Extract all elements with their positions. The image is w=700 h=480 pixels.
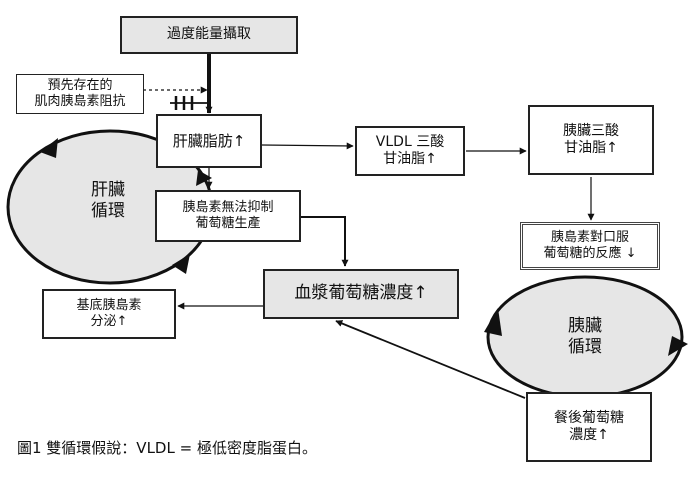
pancreas-fat-box: 胰臟三酸 甘油脂↑: [528, 105, 654, 175]
pancreas-fat-line2: 甘油脂↑: [564, 140, 618, 156]
liver-cycle-arrowhead-bottom: [172, 254, 190, 274]
insulin-no-suppress-box: 胰島素無法抑制 葡萄糖生產: [155, 190, 301, 242]
arrow-postprandial-to-plasma: [335, 320, 526, 399]
liver-cycle-line1: 肝臟: [91, 179, 125, 200]
figure-caption: 圖1 雙循環假說：VLDL = 極低密度脂蛋白。: [17, 439, 317, 457]
liver-fat-box: 肝臟脂肪↑: [156, 114, 262, 168]
insulin-response-line2: 葡萄糖的反應 ↓: [543, 246, 637, 261]
liver-cycle-arrowhead-right: [196, 170, 212, 186]
liver-cycle-line2: 循環: [91, 201, 125, 221]
postprandial-glucose-box: 餐後葡萄糖 濃度↑: [526, 392, 652, 462]
plasma-glucose-box: 血漿葡萄糖濃度↑: [263, 269, 459, 319]
arrow-no-suppress-to-plasma: [301, 216, 349, 267]
energy-intake-box: 過度能量攝取: [120, 16, 298, 54]
energy-intake-label: 過度能量攝取: [167, 26, 251, 43]
pancreas-cycle-line2: 循環: [568, 337, 602, 357]
pancreas-cycle-arrowhead-left: [484, 308, 502, 336]
arrow-liver-fat-to-vldl: [261, 142, 354, 150]
insulin-no-suppress-line1: 胰島素無法抑制: [182, 199, 274, 215]
postprandial-glucose-line2: 濃度↑: [569, 427, 609, 443]
postprandial-glucose-line1: 餐後葡萄糖: [554, 409, 624, 426]
vldl-line2: 甘油脂↑: [383, 151, 437, 167]
insulin-resistance-box: 預先存在的 肌肉胰島素阻抗: [16, 74, 144, 114]
insulin-no-suppress-line2: 葡萄糖生產: [195, 216, 261, 231]
insulin-resistance-line2: 肌肉胰島素阻抗: [34, 94, 126, 109]
pancreas-cycle-line1: 胰臟: [568, 315, 602, 336]
basal-insulin-box: 基底胰島素 分泌↑: [42, 289, 176, 339]
vldl-line1: VLDL 三酸: [375, 133, 445, 150]
liver-cycle-label: 肝臟 循環: [66, 176, 150, 226]
insulin-response-line1: 胰島素對口服: [550, 229, 629, 245]
pancreas-cycle-label: 胰臟 循環: [548, 312, 622, 362]
liver-cycle-arrowhead-top: [40, 138, 58, 158]
insulin-response-box: 胰島素對口服 葡萄糖的反應 ↓: [520, 222, 660, 270]
liver-fat-label: 肝臟脂肪↑: [172, 131, 246, 150]
pancreas-fat-line1: 胰臟三酸: [563, 122, 619, 139]
basal-insulin-line1: 基底胰島素: [76, 297, 142, 313]
plasma-glucose-label: 血漿葡萄糖濃度↑: [294, 283, 428, 304]
insulin-resistance-line1: 預先存在的: [47, 77, 113, 93]
basal-insulin-line2: 分泌↑: [90, 314, 128, 329]
vldl-box: VLDL 三酸 甘油脂↑: [355, 126, 465, 176]
pancreas-cycle-arrowhead-right: [668, 336, 688, 356]
